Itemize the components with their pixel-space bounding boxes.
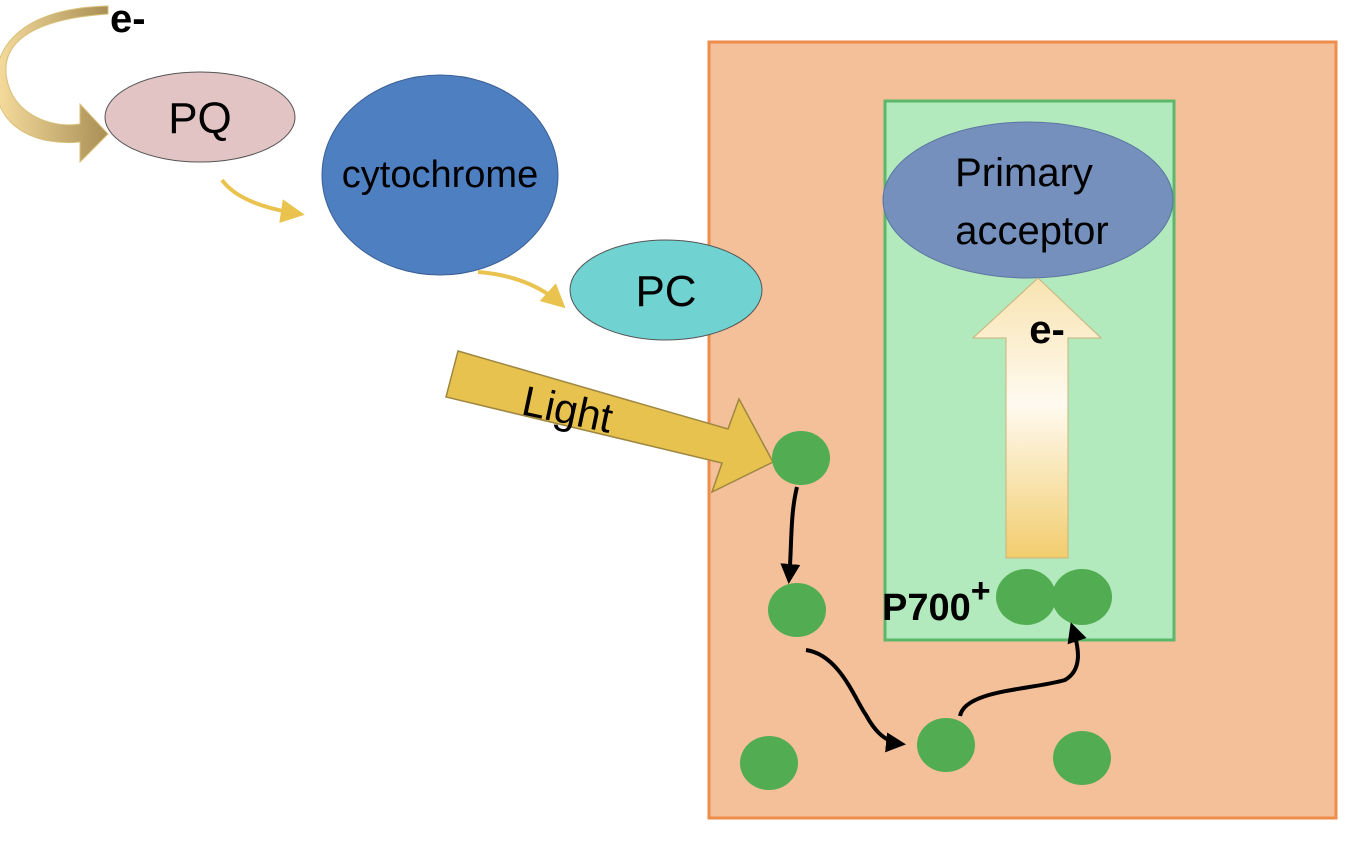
pc-node — [569, 239, 763, 341]
electron-label-top: e- — [110, 0, 146, 41]
primary-acceptor-label-line2: acceptor — [955, 209, 1108, 253]
energy-transfer-arrow-2 — [805, 648, 906, 753]
pq-node — [104, 71, 296, 163]
energy-transfer-arrow-1 — [780, 486, 801, 584]
p700-pigment-right — [1052, 569, 1112, 625]
electron-excitation-arrow — [971, 277, 1103, 559]
antenna-pigment-5 — [1053, 731, 1111, 785]
p700-label: P700+ — [882, 572, 991, 629]
p700-charge: + — [971, 572, 991, 610]
pq-label: PQ — [168, 94, 232, 143]
cytochrome-to-pc-arrow — [477, 270, 566, 309]
energy-transfer-arrow-3 — [958, 622, 1087, 717]
antenna-pigment-1 — [772, 431, 830, 485]
primary-acceptor-label-line1: Primary — [955, 151, 1093, 195]
light-arrow — [445, 350, 775, 494]
pq-to-cytochrome-arrow — [220, 178, 305, 224]
light-label: Light — [518, 377, 617, 442]
incoming-electron-arrow — [0, 5, 109, 164]
cytochrome-node — [321, 74, 559, 276]
electron-label-up: e- — [1029, 308, 1065, 352]
antenna-pigment-3 — [917, 718, 975, 772]
antenna-pigment-4 — [740, 736, 798, 790]
cytochrome-label: cytochrome — [342, 154, 538, 196]
pc-label: PC — [635, 267, 696, 316]
primary-acceptor-node — [882, 121, 1174, 279]
p700-text: P700 — [882, 587, 971, 629]
p700-pigment-left — [996, 569, 1056, 625]
antenna-pigment-2 — [768, 583, 826, 637]
